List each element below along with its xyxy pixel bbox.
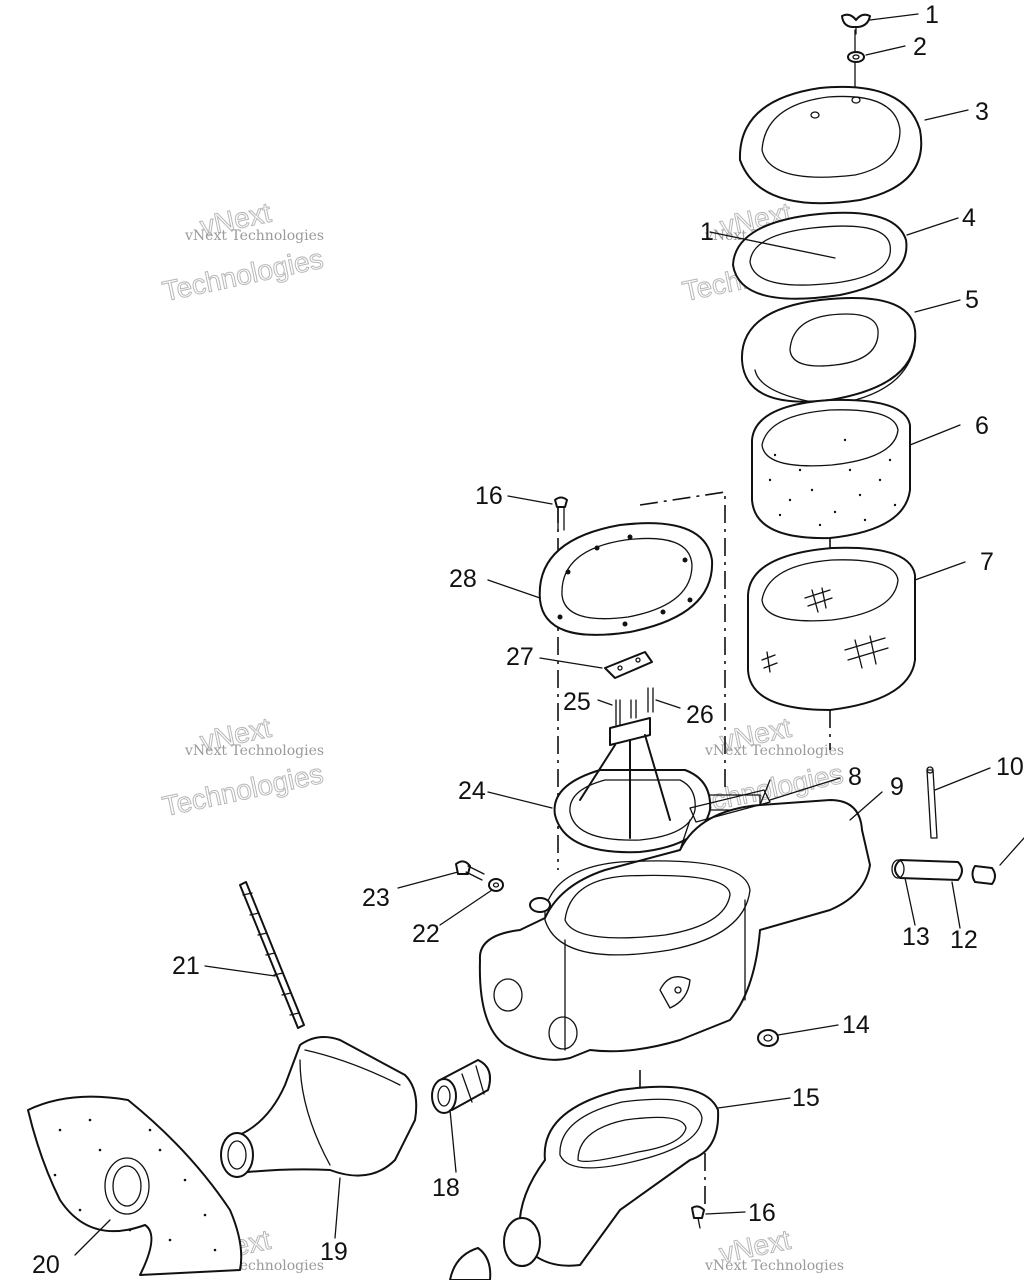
svg-text:vNext Technologies: vNext Technologies [704,743,844,759]
svg-text:vNext Technologies: vNext Technologies [704,1258,844,1274]
svg-text:vNext Technologies: vNext Technologies [184,228,324,244]
watermark-top-left: vNext vNext Technologies Technologies [159,196,326,307]
callout-22: 22 [412,920,440,948]
watermark-bottom-right: vNext vNext Technologies [704,1223,844,1274]
callout-5: 5 [965,286,979,314]
callout-18: 18 [432,1174,460,1202]
bottom-partial-part [449,1247,492,1280]
callout-28: 28 [449,565,477,593]
callout-3: 3 [975,98,989,126]
part-24-cage [553,717,712,854]
leader-lines [74,13,1024,1256]
part-1-wing-nut [841,13,871,35]
part-15-lower-duct [503,1085,720,1267]
part-5-ring [740,297,917,406]
part-27-plate [604,651,653,679]
callout-27: 27 [506,643,534,671]
callout-16-bottom: 16 [748,1199,776,1227]
part-18-adapter [431,1059,491,1114]
svg-text:vNext Technologies: vNext Technologies [184,743,324,759]
callout-1: 1 [925,1,939,29]
callout-14: 14 [842,1011,870,1039]
callout-15: 15 [792,1084,820,1112]
callout-23: 23 [362,884,390,912]
watermark-mid-left: vNext vNext Technologies Technologies [159,711,326,822]
callout-24: 24 [458,777,486,805]
part-28-flange [538,522,714,636]
callout-6: 6 [975,412,989,440]
callout-12: 12 [950,926,978,954]
part-23-bolt [455,860,485,881]
part-4-gasket [732,211,908,300]
callout-2: 2 [913,33,927,61]
callout-16-top: 16 [475,482,503,510]
part-7-mesh-filter [747,546,916,711]
callout-1-secondary: 1 [700,218,714,246]
part-22-washer [488,878,504,892]
callout-19: 19 [320,1238,348,1266]
callout-21: 21 [172,952,200,980]
part-10-pin [926,766,938,839]
part-20-shield [27,1095,243,1276]
part-21-strap [239,881,305,1029]
part-13-tube [891,859,963,881]
callout-8: 8 [848,763,862,791]
callout-13: 13 [902,923,930,951]
callout-26: 26 [686,701,714,729]
callout-labels: 1 2 3 4 5 6 7 8 9 10 12 13 14 15 16 16 1… [32,1,1024,1279]
part-6-foam-filter [751,398,911,540]
part-25-26-studs [615,687,654,726]
part-16-screw-bottom [691,1205,705,1229]
svg-text:Technologies: Technologies [160,758,326,822]
callout-4: 4 [962,204,976,232]
part-19-intake-boot [220,1035,418,1178]
part-3-cover [738,85,923,205]
part-8-strip [689,789,771,823]
part-14-grommet [757,1029,779,1047]
part-12-cap [971,865,996,885]
callout-25: 25 [563,688,591,716]
callout-7: 7 [980,548,994,576]
part-9-airbox [478,779,871,1061]
svg-text:Technologies: Technologies [160,243,326,307]
callout-9: 9 [890,773,904,801]
callout-10: 10 [996,753,1024,781]
callout-20: 20 [32,1251,60,1279]
part-16-screw-top [554,496,568,531]
part-2-washer [847,51,865,63]
